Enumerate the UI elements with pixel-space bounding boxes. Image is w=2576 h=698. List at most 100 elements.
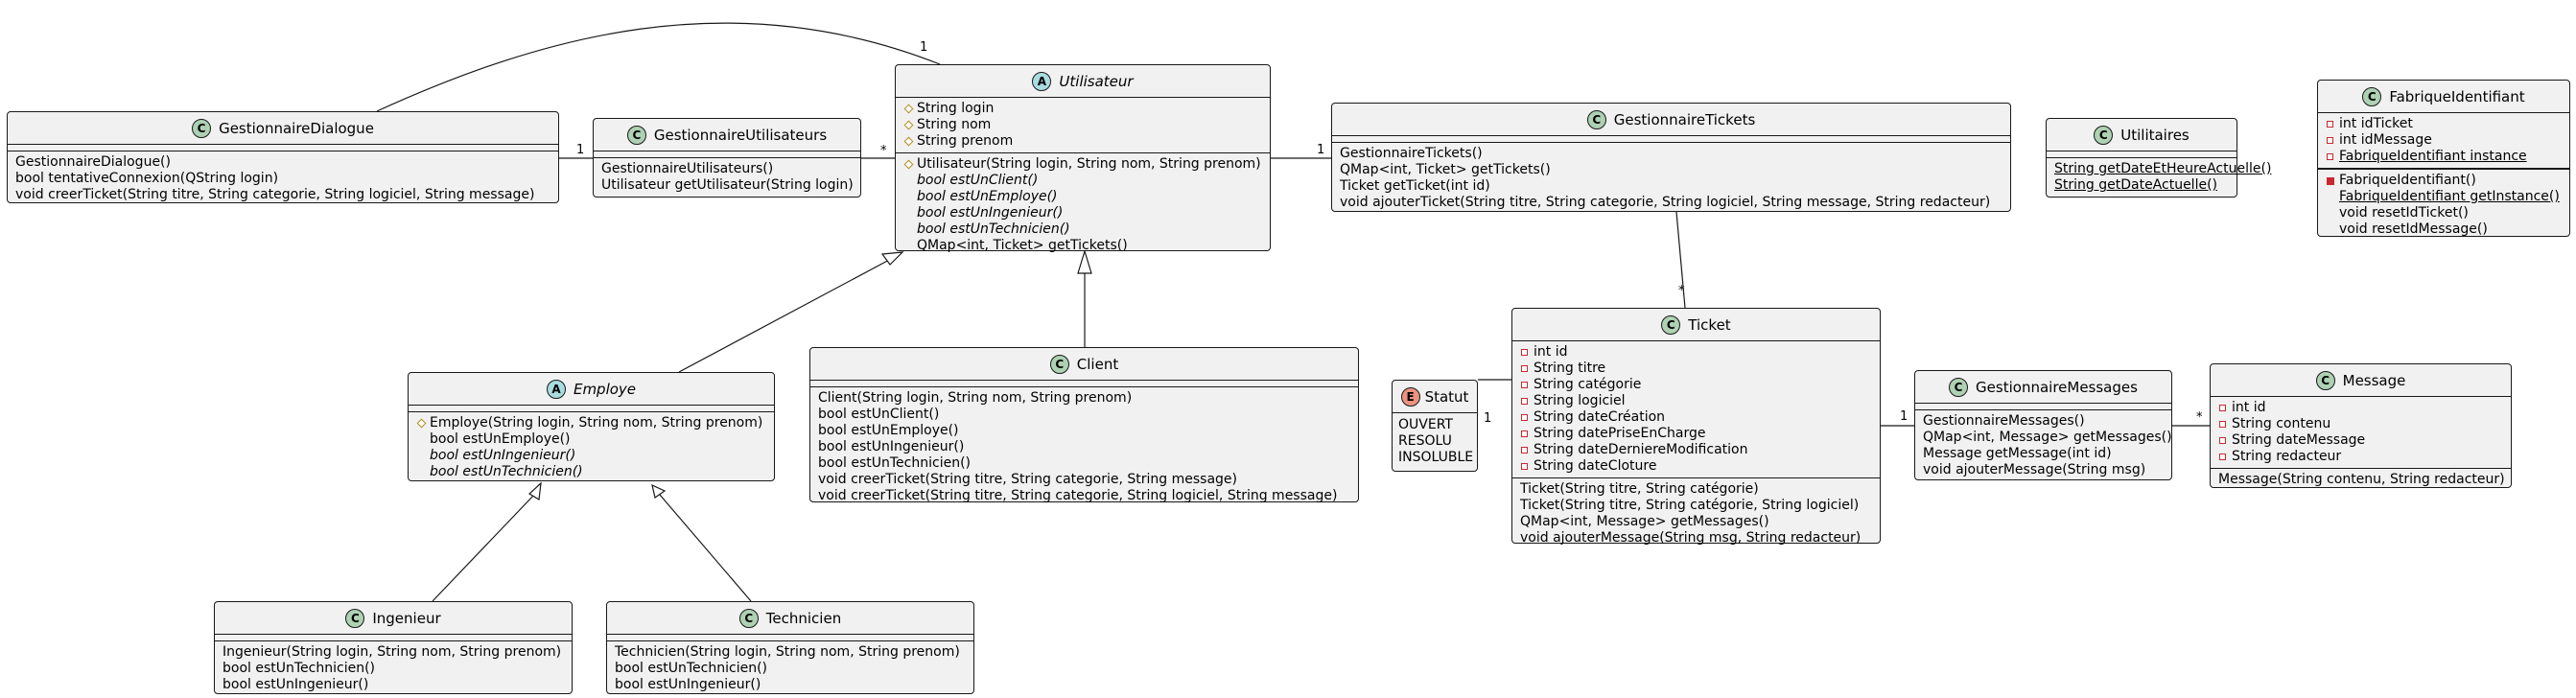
class-name: Ticket <box>1688 315 1731 334</box>
class-header: A Employe <box>409 373 774 406</box>
method: void resetIdMessage() <box>2339 221 2488 237</box>
method: GestionnaireDialogue() <box>15 154 171 170</box>
enum-values: OUVERT RESOLU INSOLUBLE <box>1393 413 1477 470</box>
enum-icon: E <box>1400 386 1420 407</box>
method: Ticket(String titre, String catégorie, S… <box>1520 498 1860 513</box>
class-name: Technicien <box>765 609 842 627</box>
private-icon <box>1520 414 1534 421</box>
class-gestionnairemessages[interactable]: C GestionnaireMessages GestionnaireMessa… <box>1914 370 2172 480</box>
method: bool estUnClient() <box>818 407 940 422</box>
method: Client(String login, String nom, String … <box>818 390 1133 406</box>
class-name: GestionnaireMessages <box>1976 378 2138 396</box>
multiplicity-label: * <box>1678 284 1685 298</box>
class-employe[interactable]: A Employe Employe(String login, String n… <box>408 372 775 481</box>
attribute: int idMessage <box>2326 132 2562 149</box>
class-name: GestionnaireUtilisateurs <box>653 126 828 144</box>
multiplicity-label: 1 <box>1317 143 1325 157</box>
attribute: String redacteur <box>2218 449 2503 465</box>
enum-statut[interactable]: E Statut OUVERT RESOLU INSOLUBLE <box>1392 380 1478 472</box>
private-icon <box>2326 153 2339 160</box>
class-name: GestionnaireTickets <box>1613 110 1756 128</box>
class-name: Utilitaires <box>2120 126 2190 144</box>
class-name: Statut <box>1424 387 1469 406</box>
class-header: C Technicien <box>607 602 973 635</box>
method: bool estUnTechnicien() <box>818 455 971 471</box>
method: GestionnaireMessages() <box>1923 413 2085 429</box>
attributes-section: String login String nom String prenom <box>896 98 1270 152</box>
class-header: C Ticket <box>1512 309 1880 341</box>
method: Ticket(String titre, String catégorie) <box>1520 481 1759 497</box>
class-stereotype-icon: C <box>1949 377 1969 397</box>
class-gestionnaireutilisateurs[interactable]: C GestionnaireUtilisateurs GestionnaireU… <box>593 118 861 198</box>
class-gestionnairetickets[interactable]: C GestionnaireTickets GestionnaireTicket… <box>1331 103 2011 212</box>
static-method: FabriqueIdentifiant getInstance() <box>2339 189 2560 204</box>
method: QMap<int, Message> getMessages() <box>1520 514 1769 529</box>
attribute: String dateCloture <box>1520 458 1872 475</box>
protected-icon <box>416 418 430 429</box>
enum-value: OUVERT <box>1398 417 1453 432</box>
class-stereotype-icon: C <box>345 608 365 628</box>
method: bool estUnTechnicien() <box>222 661 375 676</box>
class-utilitaires[interactable]: C Utilitaires String getDateEtHeureActue… <box>2046 118 2272 198</box>
class-stereotype-icon: C <box>2362 86 2382 106</box>
methods-section: Technicien(String login, String nom, Str… <box>607 640 973 696</box>
class-message[interactable]: C Message int id String contenu String d… <box>2210 363 2512 488</box>
method: GestionnaireUtilisateurs() <box>601 161 774 176</box>
attribute: String datePriseEnCharge <box>1520 426 1872 442</box>
private-icon <box>2218 437 2232 444</box>
methods-section: GestionnaireUtilisateurs() Utilisateur g… <box>594 157 860 197</box>
class-header: C Utilitaires <box>2047 119 2236 151</box>
methods-section: GestionnaireMessages() QMap<int, Message… <box>1915 409 2172 481</box>
multiplicity-label: 1 <box>1484 411 1492 426</box>
method: void ajouterMessage(String msg) <box>1923 462 2146 477</box>
method: bool estUnTechnicien() <box>615 661 767 676</box>
static-method: String getDateActuelle() <box>2054 177 2218 193</box>
class-name: FabriqueIdentifiant <box>2389 87 2525 105</box>
attribute: int idTicket <box>2326 116 2562 132</box>
attribute: int id <box>2218 400 2503 416</box>
class-header: C Client <box>810 348 1358 381</box>
class-stereotype-icon: C <box>2315 370 2335 390</box>
private-icon <box>1520 349 1534 356</box>
private-icon <box>1520 398 1534 405</box>
class-ingenieur[interactable]: C Ingenieur Ingenieur(String login, Stri… <box>214 601 573 694</box>
attribute: String logiciel <box>1520 393 1872 409</box>
attributes-section: int id String titre String catégorie Str… <box>1512 341 1880 477</box>
methods-section: FabriqueIdentifiant() FabriqueIdentifian… <box>2318 168 2569 241</box>
class-header: C FabriqueIdentifiant <box>2318 81 2569 113</box>
method: bool estUnIngenieur() <box>615 677 761 692</box>
class-client[interactable]: C Client Client(String login, String nom… <box>809 347 1359 503</box>
method: Employe(String login, String nom, String… <box>416 415 766 431</box>
association-gestionnairetickets-ticket <box>1675 211 1686 309</box>
class-technicien[interactable]: C Technicien Technicien(String login, St… <box>606 601 974 694</box>
attribute: int id <box>1520 344 1872 361</box>
class-name: Employe <box>573 380 637 398</box>
inheritance-arrowhead <box>651 483 667 500</box>
class-ticket[interactable]: C Ticket int id String titre String caté… <box>1511 308 1881 546</box>
class-header: C GestionnaireTickets <box>1332 104 2010 136</box>
methods-section: GestionnaireTickets() QMap<int, Ticket> … <box>1332 142 2010 214</box>
method: void ajouterMessage(String msg, String r… <box>1520 530 1862 546</box>
class-stereotype-icon: C <box>626 125 646 145</box>
attribute: String catégorie <box>1520 377 1872 393</box>
attribute: String nom <box>903 117 1262 133</box>
private-icon <box>2218 405 2232 411</box>
class-utilisateur[interactable]: A Utilisateur String login String nom St… <box>895 64 1271 253</box>
method: Utilisateur getUtilisateur(String login) <box>601 177 854 193</box>
class-fabriqueidentifiant[interactable]: C FabriqueIdentifiant int idTicket int i… <box>2317 80 2570 237</box>
methods-section: Ingenieur(String login, String nom, Stri… <box>215 640 572 696</box>
static-method: String getDateEtHeureActuelle() <box>2054 161 2272 176</box>
class-header: C GestionnaireDialogue <box>8 112 558 145</box>
private-icon <box>2218 421 2232 428</box>
private-icon <box>2218 454 2232 460</box>
generalization-employe-utilisateur <box>678 257 894 373</box>
class-gestionnairedialogue[interactable]: C GestionnaireDialogue GestionnaireDialo… <box>7 111 559 203</box>
generalization-ingenieur-employe <box>432 494 535 602</box>
method: void creerTicket(String titre, String ca… <box>15 187 535 202</box>
method: bool estUnEmploye() <box>430 431 571 447</box>
class-stereotype-icon: C <box>192 118 212 138</box>
abstract-method: bool estUnClient() <box>917 173 1039 188</box>
method: Ingenieur(String login, String nom, Stri… <box>222 644 562 660</box>
attributes-section: int idTicket int idMessage FabriqueIdent… <box>2318 113 2569 168</box>
